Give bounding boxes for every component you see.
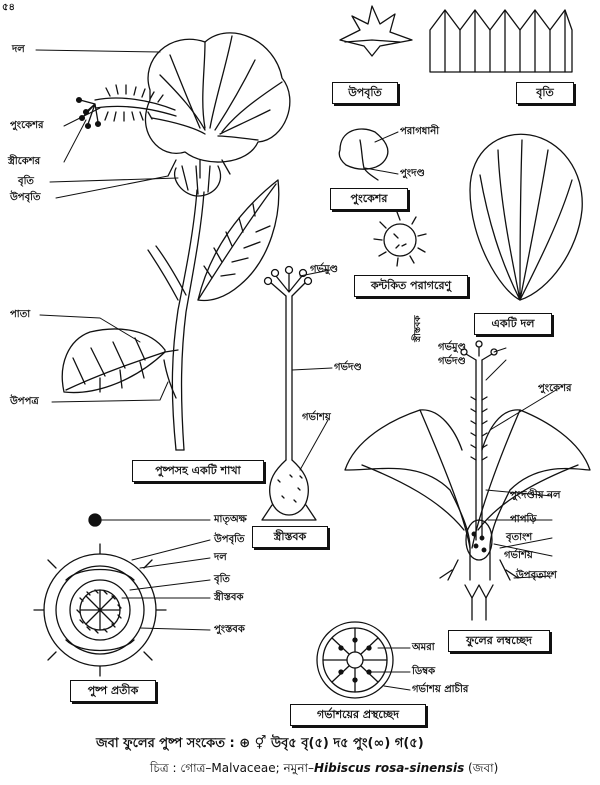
label-staminal-tube: পুংদণ্ডীয় নল [510,490,561,501]
floral-formula-prefix: জবা ফুলের পুষ্প সংকেত : [96,736,235,751]
stamen-anthers [104,84,164,122]
label-ovary: গর্ভাশয় [302,412,331,423]
label-petal: দল [12,44,25,55]
stamen-drawing [338,128,389,181]
page-number: ৫৪ [2,2,15,13]
label-fd-petal: দল [214,552,227,563]
caption-species: Hibiscus rosa-sinensis [313,761,465,775]
label-placenta: অমরা [412,642,435,653]
label-fd-calyx: বৃতি [214,574,230,585]
label-ls-stigma: গর্ভমুণ্ড [438,342,467,353]
box-branch: পুষ্পসহ একটি শাখা [132,460,264,482]
box-petal: একটি দল [474,313,552,335]
label-ls-stamen: পুংকেশর [538,383,572,394]
label-fd-epicalyx: উপবৃতি [214,534,245,545]
label-filament: পুংদণ্ড [400,168,425,179]
label-calyx: বৃতি [18,176,34,187]
label-ls-ovary: গর্ভাশয় [504,550,533,561]
caption-prefix: চিত্র : গোত্র–Malvaceae; নমুনা– [150,761,314,775]
calyx-drawing [429,9,573,73]
figure-caption: চিত্র : গোত্র–Malvaceae; নমুনা–Hibiscus … [150,760,498,780]
box-stamen: পুংকেশর [330,188,408,210]
label-epicalyx: উপবৃতি [10,192,41,203]
epicalyx-drawing [339,5,413,57]
flowering-branch [61,32,291,451]
flower-longitudinal-section [344,340,591,621]
label-stamen: পুংকেশর [10,120,44,131]
leader-lines [35,49,557,691]
label-mother-axis: মাতৃঅক্ষ [214,514,247,525]
floral-formula: জবা ফুলের পুষ্প সংকেত : ⊕ ⚥ উবৃ৫ বৃ(৫) দ… [96,734,424,755]
label-ovary-wall: গর্ভাশয় প্রাচীর [412,684,469,695]
label-ls-style: গর্ভদণ্ড [438,356,466,367]
box-calyx: বৃতি [516,82,574,104]
box-spiny-pollen: কন্টকিত পরাগরেণু [354,275,468,297]
box-floral-diagram: পুষ্প প্রতীক [70,680,156,702]
single-petal [469,133,583,301]
caption-suffix: (জবা) [464,761,499,775]
label-fd-gynoecium: স্ত্রীস্তবক [214,592,244,603]
label-stigma: গর্ভমুণ্ড [310,264,339,275]
ovary-transverse-section [316,621,394,699]
box-transverse-section: গর্ভাশয়ের প্রস্থচ্ছেদ [290,704,426,726]
label-pistil: স্ত্রীকেশর [8,156,41,167]
spiny-pollen [373,211,427,267]
label-ls-sepal: বৃতাংশ [506,532,533,543]
label-ls-petal: পাপড়ি [510,514,537,525]
label-anther: পরাগধানী [400,126,440,137]
label-ovule: ডিম্বক [412,666,436,677]
box-epicalyx: উপবৃতি [332,82,398,104]
floral-diagram [33,513,167,677]
label-pistil-group: স্ত্রীস্তবক [413,315,423,342]
label-stipule: উপপত্র [10,396,39,407]
label-ls-epicalyx: উপবৃতাংশ [516,570,557,581]
gynoecium-drawing [261,265,317,521]
label-leaf: পাতা [10,309,31,320]
box-gynoecium: স্ত্রীস্তবক [252,526,328,548]
label-style: গর্ভদণ্ড [334,362,362,373]
floral-formula-body: ⊕ ⚥ উবৃ৫ বৃ(৫) দ৫ পুং(∞) গ(৫) [239,736,424,751]
label-fd-androecium: পুংস্তবক [214,624,245,635]
box-longitudinal-section: ফুলের লম্বচ্ছেদ [448,630,550,652]
